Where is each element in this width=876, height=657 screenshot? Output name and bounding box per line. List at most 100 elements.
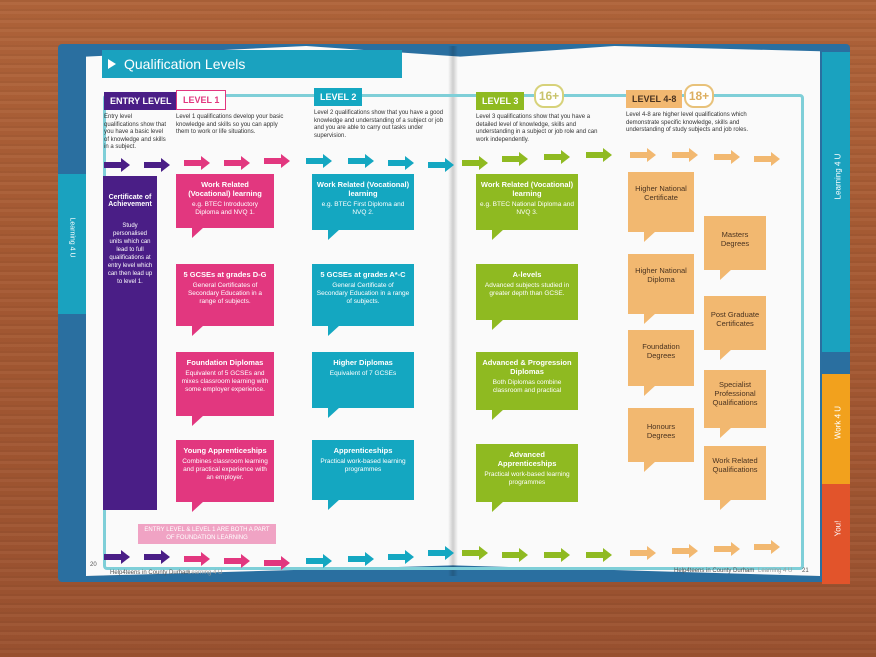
box-title: Honours Degrees [646, 422, 676, 440]
box-desc: Combines classroom learning and practica… [182, 458, 268, 481]
arrow [306, 554, 332, 568]
l48-box-hnc: Higher National Certificate [628, 172, 694, 242]
box-title: Higher National Certificate [635, 184, 687, 202]
arrow [428, 158, 454, 172]
arrow [264, 154, 290, 168]
l1-box-vocational: Work Related (Vocational) learning e.g. … [176, 174, 274, 238]
box-desc: e.g. BTEC National Diploma and NVQ 3. [480, 201, 574, 216]
arrow [544, 150, 570, 164]
l48-box-work-related: Work Related Qualifications [704, 446, 766, 510]
l2-box-higher-diplomas: Higher Diplomas Equivalent of 7 GCSEs [312, 352, 414, 418]
arrow [184, 552, 210, 566]
entry-level-desc: Entry level qualifications show that you… [104, 114, 167, 150]
l2-box-gcse: 5 GCSEs at grades A*-C General Certifica… [312, 264, 414, 336]
arrow [714, 542, 740, 556]
arrow [714, 150, 740, 164]
arrow [672, 544, 698, 558]
foundation-learning-note: ENTRY LEVEL & LEVEL 1 ARE BOTH A PART OF… [138, 524, 276, 544]
spine-shadow [448, 46, 458, 576]
arrow [544, 548, 570, 562]
box-title: Work Related (Vocational) learning [316, 180, 410, 198]
level-1-label: LEVEL 1 [176, 90, 227, 110]
arrow [586, 548, 612, 562]
left-edge-tab: Learning 4 U [58, 174, 86, 314]
l48-box-masters: Masters Degrees [704, 216, 766, 280]
arrow [224, 554, 250, 568]
arrow [502, 152, 528, 166]
arrow [502, 548, 528, 562]
arrow [144, 550, 170, 564]
arrow [104, 158, 130, 172]
l2-box-apprenticeships: Apprenticeships Practical work-based lea… [312, 440, 414, 510]
left-footer-text: Help4teens in County Durham [110, 570, 191, 576]
l3-box-advanced-apprenticeships: Advanced Apprenticeships Practical work-… [476, 444, 578, 512]
level-4-8-label: LEVEL 4-8 [626, 90, 683, 108]
arrow [672, 148, 698, 162]
tab-learning-4-u[interactable]: Learning 4 U [822, 52, 850, 352]
l1-box-foundation-diplomas: Foundation Diplomas Equivalent of 5 GCSE… [176, 352, 274, 426]
left-page-number: 20 [90, 562, 97, 568]
box-desc: e.g. BTEC Introductory Diploma and NVQ 1… [191, 201, 259, 216]
box-desc: Practical work-based learning programmes [484, 471, 570, 486]
box-desc: Both Diplomas combine classroom and prac… [492, 379, 562, 394]
left-footer-sub: Learning 4 U [188, 570, 223, 576]
age-18-badge: 18+ [684, 84, 714, 108]
tab-label: Learning 4 U [833, 153, 843, 200]
arrow [184, 156, 210, 170]
level-3-label: LEVEL 3 [476, 92, 525, 110]
level-4-8-desc: Level 4-8 are higher level qualification… [626, 112, 749, 133]
level-2-desc: Level 2 qualifications show that you hav… [314, 110, 444, 139]
arrow [388, 156, 414, 170]
arrow [462, 156, 488, 170]
arrow [306, 154, 332, 168]
box-title: Foundation Diplomas [186, 358, 264, 367]
box-desc: Advanced subjects studied in greater dep… [484, 282, 570, 297]
box-title: Higher National Diploma [635, 266, 687, 284]
l2-box-vocational: Work Related (Vocational) learning e.g. … [312, 174, 414, 240]
arrow [586, 148, 612, 162]
l48-box-specialist: Specialist Professional Qualifications [704, 370, 766, 438]
open-booklet: Learning 4 U Qualification Levels ENTRY … [58, 34, 850, 586]
arrow [348, 552, 374, 566]
arrow [224, 156, 250, 170]
arrow [630, 546, 656, 560]
level-2-label: LEVEL 2 [314, 88, 363, 106]
box-desc: General Certificate of Secondary Educati… [316, 282, 410, 305]
entry-level-label: ENTRY LEVEL [104, 92, 178, 110]
box-title: Advanced & Progression Diplomas [482, 358, 572, 376]
box-title: Higher Diplomas [333, 358, 393, 367]
box-title: Young Apprenticeships [183, 446, 267, 455]
box-title: Advanced Apprenticeships [497, 450, 557, 468]
l48-box-foundation-degrees: Foundation Degrees [628, 330, 694, 396]
arrow [264, 556, 290, 570]
level-3-desc: Level 3 qualifications show that you hav… [476, 114, 598, 143]
level-1-desc: Level 1 qualifications develop your basi… [176, 114, 284, 135]
l48-box-hnd: Higher National Diploma [628, 254, 694, 324]
l1-box-gcse: 5 GCSEs at grades D-G General Certificat… [176, 264, 274, 336]
box-title: Apprenticeships [333, 446, 393, 455]
arrow [754, 540, 780, 554]
tab-you[interactable]: You! [822, 484, 850, 584]
age-16-badge: 16+ [534, 84, 564, 108]
right-footer-text: Help4teens in County Durham [674, 568, 755, 574]
entry-col-desc: Study personalised units which can lead … [107, 223, 153, 285]
l3-box-a-levels: A-levels Advanced subjects studied in gr… [476, 264, 578, 330]
box-title: 5 GCSEs at grades A*-C [320, 270, 406, 279]
l48-box-honours-degrees: Honours Degrees [628, 408, 694, 472]
right-page-number: 21 [802, 568, 809, 574]
arrow [388, 550, 414, 564]
arrow [348, 154, 374, 168]
box-title: A-levels [512, 270, 542, 279]
page-title: Qualification Levels [102, 50, 402, 78]
arrow [462, 546, 488, 560]
arrow [754, 152, 780, 166]
box-title: Work Related (Vocational) learning [188, 180, 262, 198]
arrow [428, 546, 454, 560]
box-title: Specialist Professional Qualifications [712, 380, 758, 407]
arrow [104, 550, 130, 564]
box-title: Post Graduate Certificates [710, 310, 760, 328]
l3-box-vocational: Work Related (Vocational) learning e.g. … [476, 174, 578, 240]
box-title: Foundation Degrees [642, 342, 680, 360]
box-title: Work Related Qualifications [712, 456, 758, 474]
tab-work-4-u[interactable]: Work 4 U [822, 374, 850, 484]
